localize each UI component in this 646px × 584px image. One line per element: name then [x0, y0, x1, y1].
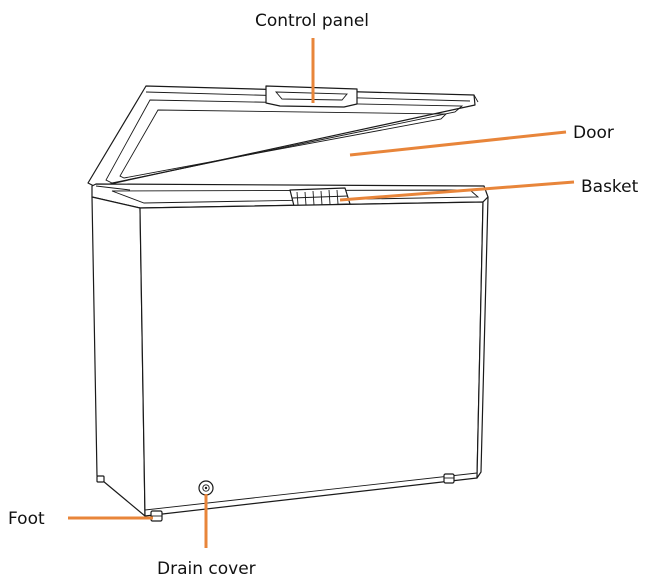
label-door: Door [573, 123, 614, 143]
basket [289, 187, 351, 207]
foot-rear-left [96, 475, 105, 483]
foot-front-left [150, 510, 163, 522]
callout-line-basket [339, 180, 575, 202]
label-control-panel: Control panel [255, 11, 370, 31]
freezer-cabinet [91, 196, 489, 517]
label-foot: Foot [8, 509, 45, 529]
callout-lines [68, 38, 575, 548]
label-basket: Basket [581, 177, 639, 197]
callout-line-door [349, 130, 567, 157]
foot-front-right [443, 473, 455, 484]
freezer-lid [87, 85, 479, 188]
label-drain-cover: Drain cover [157, 559, 256, 579]
drain-cover [198, 480, 214, 496]
